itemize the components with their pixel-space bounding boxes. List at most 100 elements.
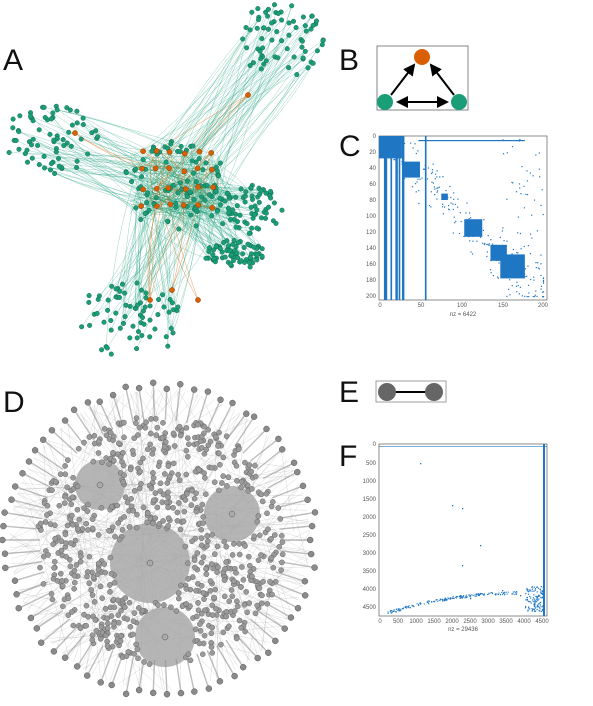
matrix-f-dot: [469, 595, 471, 597]
motif-b-node-orange: [414, 49, 430, 65]
network-a-node: [53, 146, 59, 152]
matrix-f-dot: [442, 598, 444, 600]
network-d-node: [193, 588, 199, 594]
network-d-node: [133, 641, 139, 648]
network-d-edge: [296, 531, 310, 554]
network-d-node: [239, 564, 245, 570]
network-a-edge: [219, 61, 312, 205]
network-a-edge: [135, 58, 304, 196]
network-a-edge-orange: [74, 132, 143, 169]
network-a-node: [134, 346, 140, 352]
network-d-edge: [9, 505, 44, 541]
network-d-node: [122, 595, 129, 601]
network-d-node: [202, 491, 209, 498]
network-d-spoke: [256, 609, 286, 630]
network-a-node: [193, 179, 199, 185]
network-a-node: [247, 264, 253, 270]
network-a-node: [314, 48, 320, 54]
matrix-f-dot: [533, 594, 535, 596]
network-a-node: [134, 335, 140, 341]
matrix-c-dot: [450, 202, 452, 204]
network-d-node: [212, 586, 218, 593]
network-d-spoke: [164, 659, 168, 695]
matrix-f-dot: [390, 610, 392, 612]
network-d-node: [85, 501, 91, 508]
network-d-node: [223, 543, 230, 550]
network-d-node: [84, 573, 90, 580]
matrix-c-dot: [460, 220, 462, 223]
matrix-f-dot: [455, 596, 457, 598]
network-a-node: [86, 299, 92, 305]
network-d-node: [48, 591, 55, 597]
matrix-c-band: [424, 136, 427, 300]
network-d-node: [108, 570, 115, 577]
network-d-node: [207, 588, 214, 594]
network-a-node: [309, 13, 315, 19]
matrix-f-dot: [532, 597, 534, 599]
network-d-leaf: [191, 688, 198, 695]
network-d-node: [211, 594, 217, 601]
matrix-f-dot: [531, 586, 533, 588]
network-d-edge: [163, 426, 258, 525]
network-a-node: [202, 197, 208, 203]
matrix-f-dot: [534, 600, 536, 602]
network-d-spoke: [275, 499, 308, 509]
matrix-c-dot: [512, 182, 514, 184]
network-d-spoke: [196, 653, 210, 689]
matrix-f-dot: [482, 593, 484, 595]
network-a-node: [138, 216, 144, 222]
matrix-c-ytick: 140: [366, 246, 377, 252]
network-d-leaf: [307, 536, 314, 544]
network-d-node: [120, 462, 127, 469]
network-d-node: [133, 415, 140, 421]
network-d-leaf: [96, 398, 103, 405]
network-a-node: [213, 243, 219, 249]
network-d-node: [157, 480, 164, 487]
network-a-edge: [141, 35, 289, 153]
network-a-node: [247, 63, 253, 69]
network-a-node: [99, 347, 105, 353]
network-a-edge: [140, 5, 292, 153]
matrix-f-dot: [397, 608, 399, 610]
network-d-node: [241, 601, 248, 608]
matrix-f-dot: [533, 598, 536, 600]
network-d-leaf: [272, 637, 279, 645]
network-d-node: [165, 504, 171, 511]
motif-e-node: [378, 383, 396, 401]
network-a-node-orange: [147, 297, 153, 303]
network-a-node: [189, 158, 195, 164]
network-d-node: [56, 502, 63, 509]
matrix-f-dot: [477, 593, 479, 595]
matrix-c-dot: [540, 285, 543, 287]
matrix-c-dot: [399, 144, 401, 147]
network-d-node: [104, 643, 111, 649]
network-d-node: [223, 613, 230, 620]
network-a-node-orange: [195, 297, 201, 303]
matrix-f-dot: [406, 607, 408, 609]
network-d-leaf: [304, 496, 311, 503]
network-d-node: [252, 473, 259, 480]
network-a-node: [13, 137, 19, 143]
network-a-node: [147, 303, 153, 309]
network-d-spoke: [100, 650, 114, 683]
network-a-edge-orange: [149, 168, 170, 301]
network-a-node: [93, 128, 99, 134]
network-d-node: [137, 468, 143, 475]
network-a-edge-orange: [74, 132, 170, 169]
network-d-node: [201, 470, 207, 476]
network-d-node: [255, 513, 262, 519]
network-a-edge: [178, 39, 273, 165]
matrix-c-dot: [502, 254, 504, 256]
network-a-node: [258, 188, 264, 194]
network-d-leaf: [61, 654, 69, 661]
matrix-c-dot: [448, 208, 450, 211]
network-a-edge: [195, 151, 219, 208]
matrix-f-dot: [460, 595, 462, 597]
matrix-f-dot: [409, 607, 411, 609]
network-d-edge: [19, 592, 133, 617]
network-d-leaf: [254, 654, 261, 662]
matrix-f-dot: [481, 593, 483, 595]
matrix-f-dot: [399, 608, 401, 610]
network-a-node-orange: [209, 166, 215, 173]
matrix-c-dot: [532, 175, 534, 177]
